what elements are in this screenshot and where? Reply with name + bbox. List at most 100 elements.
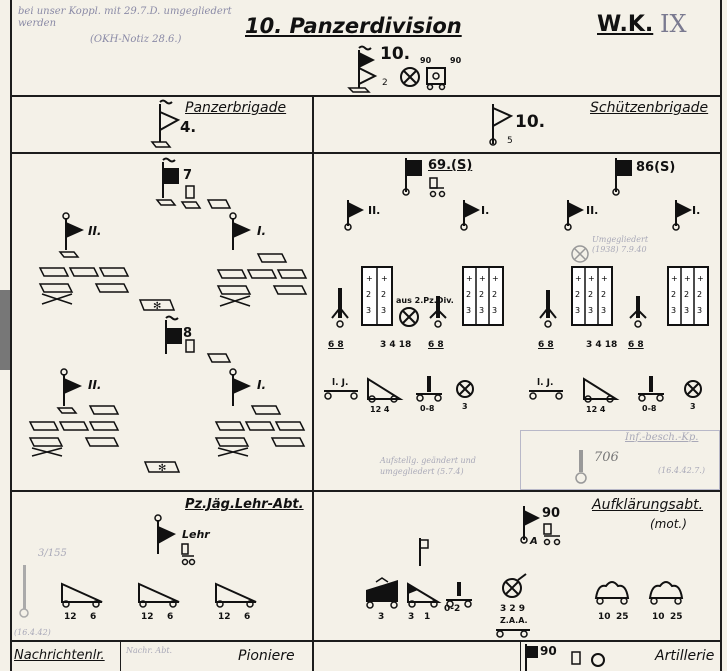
schuetzenbrigade-title: Schützenbrigade <box>590 100 709 116</box>
regiment86-flag-icon <box>612 158 632 196</box>
armored-car-company-icon <box>366 577 398 609</box>
heavy-weapons-left-icon <box>331 288 349 328</box>
battalion-i-a-icon <box>460 200 480 231</box>
signal-left-icon <box>456 380 474 398</box>
battalion-i-top-icon <box>229 212 251 250</box>
schuetzen-pencil-note-2: Aufstellg. geändert und umgegliedert (5.… <box>380 456 476 476</box>
pz-jaeg-flag-icon <box>154 514 176 554</box>
battalion-i-bottom-icon <box>229 368 251 406</box>
aufkl-label-8: 25 <box>616 612 629 622</box>
armored-car-2-icon <box>648 581 684 605</box>
footer-divider <box>10 640 722 642</box>
svg-text:+: + <box>466 274 473 283</box>
svg-text:3: 3 <box>575 306 580 315</box>
division-flag-icon <box>347 45 378 93</box>
pz-jaeg-lehr-label: Lehr <box>182 528 210 541</box>
regiment7-number: 7 <box>183 168 193 183</box>
weapon-label-5: 3 4 18 <box>586 340 618 350</box>
svg-text:+: + <box>366 274 373 283</box>
svg-text:✻: ✻ <box>158 463 166 474</box>
svg-text:2: 2 <box>381 290 386 299</box>
svg-text:3: 3 <box>479 306 484 315</box>
gun-3-b: 6 <box>244 612 251 622</box>
signal-circle-icon <box>400 67 420 87</box>
crossed-circle-pencil-icon <box>571 245 589 263</box>
heavy-weapons-right-icon <box>539 290 557 328</box>
aufkl-label-7: 10 <box>598 612 611 622</box>
gun-2-b: 6 <box>167 612 174 622</box>
svg-text:3: 3 <box>601 306 606 315</box>
battalion-ii-b-label: II. <box>586 204 599 217</box>
regiment86-number: 86(S) <box>636 160 676 175</box>
regiment8-flag-icon <box>165 315 182 354</box>
aufkl-a-label: A <box>530 536 538 547</box>
artillerie-title: Artillerie <box>655 648 715 664</box>
svg-text:2: 2 <box>697 290 702 299</box>
panzerbrigade-title: Panzerbrigade <box>185 100 287 116</box>
aus-crossed-circle-icon <box>399 307 419 327</box>
weapon-label-4: 6 8 <box>538 340 554 350</box>
schuetzen-pencil-note-1: Umgegliedert (1938) 7.9.40 <box>592 235 649 254</box>
svg-text:3: 3 <box>588 306 593 315</box>
inf-box-number: 706 <box>594 450 619 465</box>
wk-label: W.K. <box>597 12 654 37</box>
pz-jaeg-title: Pz.Jäg.Lehr-Abt. <box>185 497 304 512</box>
regiment7-support-icon <box>180 185 232 209</box>
light-infantry-column-left <box>324 390 358 400</box>
mortar-label-right: 0-8 <box>642 404 657 413</box>
brigade-workshop-bottom-icon: ✻ <box>143 461 181 474</box>
signal-label-left: 3 <box>462 402 468 411</box>
svg-text:2: 2 <box>588 290 593 299</box>
svg-text:+: + <box>601 274 608 283</box>
inf-box <box>520 430 720 490</box>
battalion-ii-top-icon <box>58 212 84 258</box>
aus-note: aus 2.Pz.Div. <box>396 296 454 305</box>
brigade-divider <box>10 152 722 154</box>
aufkl-label-3: 1 <box>424 612 431 622</box>
schuetzenbrigade-number: 10. <box>515 112 546 132</box>
pencil-3155: 3/155 <box>38 548 67 559</box>
battalion-i-b-icon <box>672 200 692 231</box>
frame-left <box>10 0 12 671</box>
weapon-label-2: 3 4 18 <box>380 340 412 350</box>
battalion-ii-bottom-label: II. <box>88 378 102 392</box>
svg-text:2: 2 <box>366 290 371 299</box>
heavy-weapons-mid-icon <box>429 296 447 328</box>
regiment8-support-icon <box>185 339 232 363</box>
pencil-date: (16.4.42) <box>14 628 51 637</box>
scan-edge-shadow <box>0 290 10 370</box>
aufkl-label-2: 3 <box>408 612 415 622</box>
battalion-i-bottom-label: I. <box>257 378 267 392</box>
svg-text:+: + <box>684 274 691 283</box>
aufkl-hq-icon <box>419 538 429 566</box>
svg-text:+: + <box>492 274 499 283</box>
motorcycle-company-icon <box>407 582 442 608</box>
signal-right-icon <box>684 380 702 398</box>
svg-text:3: 3 <box>671 306 676 315</box>
inf-box-gun-icon <box>575 450 587 484</box>
hq-90a: 90 <box>420 56 432 65</box>
tank-companies-top-left <box>38 267 130 305</box>
antitank-gun-1-icon <box>61 582 103 608</box>
artillery-support-icon <box>571 651 605 667</box>
pencil-note-2: (OKH-Notiz 28.6.) <box>90 34 182 45</box>
battalion-ii-b-icon <box>564 200 584 231</box>
lower-divider <box>10 490 722 492</box>
aufkl-support-icon <box>543 523 561 546</box>
center-divider <box>312 97 314 671</box>
svg-text:2: 2 <box>601 290 606 299</box>
division-number: 10. <box>380 44 411 64</box>
artillery-number: 90 <box>540 644 557 658</box>
aufkl-label-5: 3 2 9 <box>500 604 526 614</box>
hq-sub: 2 <box>382 78 388 88</box>
svg-text:+: + <box>588 274 595 283</box>
heavy-weapons-right2-icon <box>629 296 647 328</box>
battalion-i-top-label: I. <box>257 224 267 238</box>
aufkl-supply-icon <box>496 629 530 638</box>
inf-box-title: Inf.-besch.-Kp. <box>625 432 699 443</box>
svg-text:2: 2 <box>466 290 471 299</box>
aufkl-label-9: 10 <box>652 612 665 622</box>
tank-companies-top-right <box>216 253 308 307</box>
